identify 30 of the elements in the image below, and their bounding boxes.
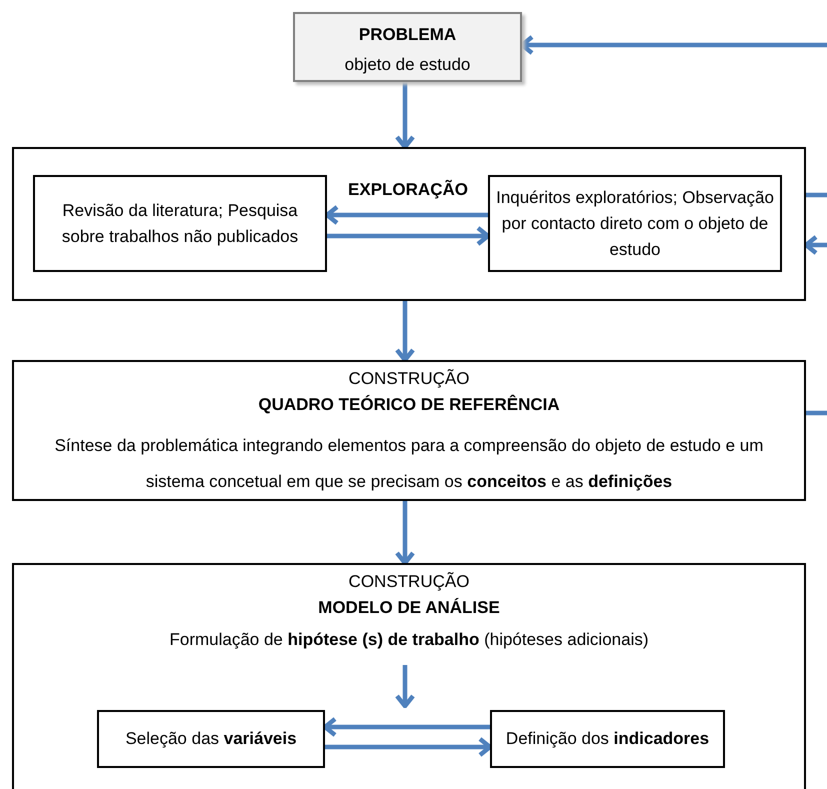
box-title: QUADRO TEÓRICO DE REFERÊNCIA bbox=[257, 394, 561, 416]
arrow bbox=[394, 82, 416, 150]
process-box bbox=[97, 710, 325, 768]
arrow bbox=[322, 716, 490, 738]
arrow bbox=[324, 204, 488, 226]
box-text: CONSTRUÇÃO bbox=[348, 571, 470, 593]
process-box bbox=[33, 175, 327, 272]
box-text: Definição dos indicadores bbox=[504, 728, 710, 750]
arrow bbox=[394, 501, 416, 566]
arrow bbox=[327, 226, 490, 246]
box-text: CONSTRUÇÃO bbox=[348, 368, 470, 390]
process-box bbox=[488, 175, 782, 272]
box-text: Seleção das variáveis bbox=[124, 728, 298, 750]
box-title: PROBLEMA bbox=[358, 24, 458, 46]
stage-panel bbox=[12, 360, 806, 501]
problem-box bbox=[293, 12, 522, 82]
box-title: MODELO DE ANÁLISE bbox=[317, 597, 501, 619]
arrow bbox=[804, 234, 827, 256]
box-title: EXPLORAÇÃO bbox=[347, 178, 469, 201]
stage-panel bbox=[12, 563, 806, 789]
arrow bbox=[394, 665, 416, 708]
box-text: Inquéritos exploratórios; Observação por contacto direto com o objeto de estudo bbox=[495, 186, 775, 260]
box-text: objeto de estudo bbox=[344, 54, 472, 76]
arrow bbox=[394, 301, 416, 362]
process-box bbox=[490, 710, 725, 768]
arrow bbox=[325, 736, 492, 758]
box-text: Síntese da problemática integrando elementos para a compreensão do objeto de estudo e um sistema concetual em que se precisam os conceitos e as definições bbox=[54, 435, 764, 493]
box-text: Formulação de hipótese (s) de trabalho (hipóteses adicionais) bbox=[168, 629, 650, 651]
exploration-panel bbox=[12, 147, 806, 301]
box-text: Revisão da literatura; Pesquisa sobre trabalhos não publicados bbox=[60, 200, 300, 248]
